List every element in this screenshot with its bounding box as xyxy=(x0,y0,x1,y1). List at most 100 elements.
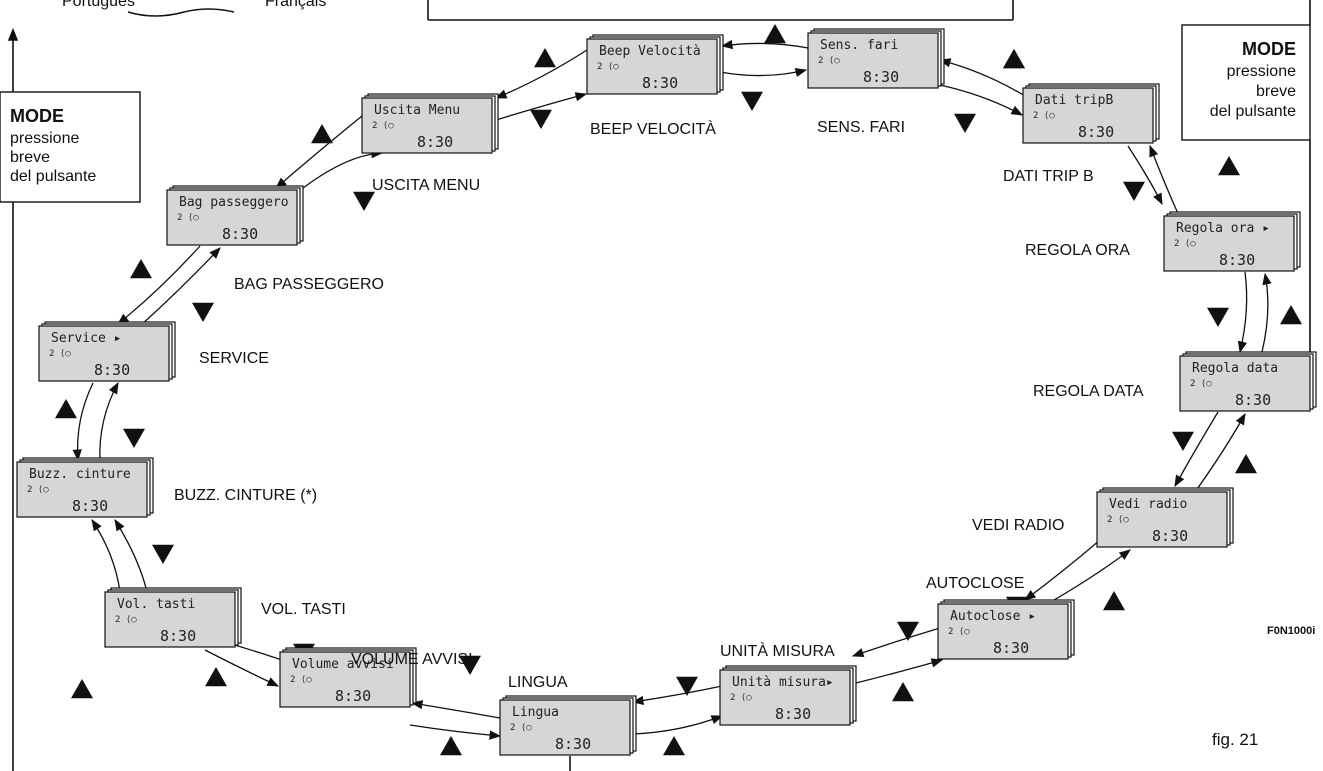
screen-trip-indicator: 2 ⟨○ xyxy=(818,56,840,66)
triangle-up-icon xyxy=(440,736,462,756)
screen-trip-indicator: 2 ⟨○ xyxy=(49,349,71,359)
screen-time: 8:30 xyxy=(417,133,453,151)
screen-trip-indicator: 2 ⟨○ xyxy=(1190,379,1212,389)
menu-item-label: LINGUA xyxy=(508,674,568,691)
triangle-up-icon xyxy=(205,667,227,687)
screen-trip-indicator: 2 ⟨○ xyxy=(597,62,619,72)
screen-time: 8:30 xyxy=(863,68,899,86)
screen-time: 8:30 xyxy=(775,705,811,723)
mode-left-line-1: pressione xyxy=(10,130,79,147)
transition-arrow xyxy=(139,247,221,327)
transition-arrow xyxy=(1174,411,1219,488)
figure-code: F0N1000i xyxy=(1267,625,1315,637)
mode-right-line-3: del pulsante xyxy=(1210,103,1296,120)
triangle-down-icon xyxy=(741,91,763,111)
transition-arrow xyxy=(72,382,94,462)
transition-arrow xyxy=(720,39,809,50)
screen-title: Dati tripB xyxy=(1035,93,1113,108)
transition-arrow xyxy=(632,715,724,735)
triangle-up-icon xyxy=(1218,156,1240,176)
mode-left-line-2: breve xyxy=(10,149,50,166)
mode-left-line-3: del pulsante xyxy=(10,168,96,185)
transition-arrow xyxy=(494,49,588,99)
lcd-screen: Regola data 2 ⟨○ 8:30 xyxy=(1179,351,1317,412)
triangle-down-icon xyxy=(1172,431,1194,451)
lcd-screen: Unità misura▸2 ⟨○8:30 xyxy=(719,665,857,726)
triangle-down-icon xyxy=(152,544,174,564)
screen-title: Sens. fari xyxy=(820,38,898,53)
screen-title: Beep Velocità xyxy=(599,44,701,59)
menu-item-label: VOLUME AVVISI xyxy=(351,651,473,668)
screen-time: 8:30 xyxy=(642,74,678,92)
triangle-down-icon xyxy=(897,621,919,641)
screen-trip-indicator: 2 ⟨○ xyxy=(948,627,970,637)
triangle-down-icon xyxy=(530,109,552,129)
menu-item-label: AUTOCLOSE xyxy=(926,575,1024,592)
transition-arrow xyxy=(410,700,501,719)
triangle-down-icon xyxy=(1123,181,1145,201)
screen-title: Regola data xyxy=(1192,361,1278,376)
screen-trip-indicator: 2 ⟨○ xyxy=(1174,239,1196,249)
lcd-screen: Service ▸2 ⟨○8:30 xyxy=(38,321,176,382)
triangle-up-icon xyxy=(1280,305,1302,325)
triangle-up-icon xyxy=(663,736,685,756)
screen-time: 8:30 xyxy=(993,639,1029,657)
menu-item-label: BEEP VELOCITÀ xyxy=(590,119,716,138)
screen-trip-indicator: 2 ⟨○ xyxy=(290,675,312,685)
screen-title: Service ▸ xyxy=(51,331,121,346)
triangle-up-icon xyxy=(71,679,93,699)
screen-trip-indicator: 2 ⟨○ xyxy=(510,723,532,733)
screen-time: 8:30 xyxy=(335,687,371,705)
transition-arrow xyxy=(1237,271,1248,354)
mode-right-line-2: breve xyxy=(1256,83,1296,100)
screen-trip-indicator: 2 ⟨○ xyxy=(115,615,137,625)
screen-time: 8:30 xyxy=(1078,123,1114,141)
screen-title: Unità misura▸ xyxy=(732,675,834,690)
triangle-down-icon xyxy=(459,655,481,675)
triangle-up-icon xyxy=(311,124,333,144)
transition-arrow xyxy=(114,519,149,597)
screen-trip-indicator: 2 ⟨○ xyxy=(372,121,394,131)
triangle-up-icon xyxy=(892,682,914,702)
mode-box-left: MODE pressione breve del pulsante xyxy=(0,91,141,203)
screen-title: Autoclose ▸ xyxy=(950,609,1036,624)
screen-trip-indicator: 2 ⟨○ xyxy=(1107,515,1129,525)
transition-arrow xyxy=(495,92,588,121)
menu-item-label: REGOLA DATA xyxy=(1033,383,1144,400)
menu-item-label: SENS. FARI xyxy=(817,119,905,136)
triangle-up-icon xyxy=(55,399,77,419)
screen-title: Regola ora ▸ xyxy=(1176,221,1270,236)
menu-item-label: SERVICE xyxy=(199,350,269,367)
transition-arrow xyxy=(938,58,1026,97)
screen-time: 8:30 xyxy=(72,497,108,515)
triangle-down-icon xyxy=(123,428,145,448)
menu-item-label: UNITÀ MISURA xyxy=(720,641,835,660)
lcd-screen: Sens. fari 2 ⟨○ 8:30 xyxy=(807,28,945,89)
transition-arrow xyxy=(99,381,119,463)
triangle-down-icon xyxy=(1207,307,1229,327)
screen-time: 8:30 xyxy=(160,627,196,645)
screen-trip-indicator: 2 ⟨○ xyxy=(1033,111,1055,121)
transition-arrow xyxy=(1261,272,1272,353)
menu-item-label: VEDI RADIO xyxy=(972,517,1064,534)
transition-arrow xyxy=(1149,144,1181,219)
menu-item-label: USCITA MENU xyxy=(372,177,480,194)
menu-item-label: VOL. TASTI xyxy=(261,601,346,618)
figure-number: fig. 21 xyxy=(1212,730,1258,749)
transition-arrow xyxy=(1194,412,1246,493)
screen-trip-indicator: 2 ⟨○ xyxy=(177,213,199,223)
menu-item-label: BAG PASSEGGERO xyxy=(234,276,384,293)
screen-time: 8:30 xyxy=(1235,391,1271,409)
triangle-up-icon xyxy=(1235,454,1257,474)
triangle-up-icon xyxy=(130,259,152,279)
screen-time: 8:30 xyxy=(1219,251,1255,269)
transition-arrow xyxy=(91,519,121,593)
screen-title: Buzz. cinture xyxy=(29,467,131,482)
transition-arrow xyxy=(851,627,941,658)
